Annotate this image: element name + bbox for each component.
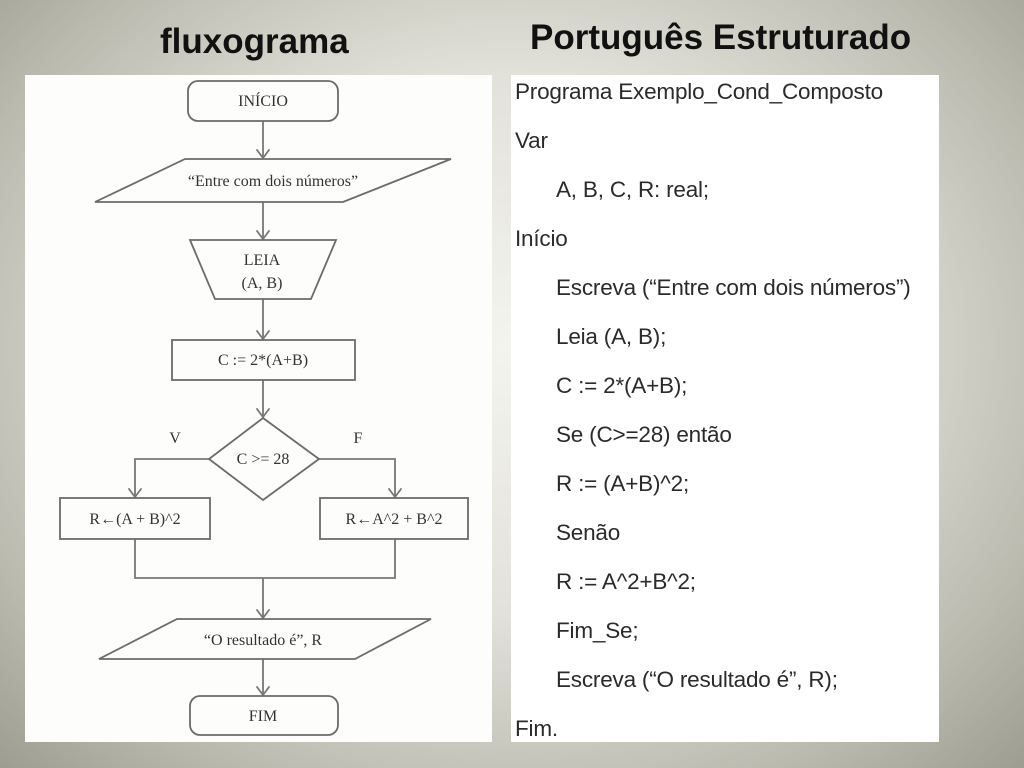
output-result-label: “O resultado é”, R [204, 632, 323, 649]
true-branch-marker: V [169, 430, 181, 447]
code-line-var: Var [515, 128, 548, 153]
flowchart-connectors [128, 121, 402, 697]
code-line-assign-r-true: R := (A+B)^2; [556, 471, 690, 496]
start-label: INÍCIO [238, 91, 288, 110]
start-terminal: INÍCIO [187, 80, 339, 122]
code-line-write-prompt: Escreva (“Entre com dois números”) [556, 275, 911, 300]
read-label: LEIA [244, 252, 281, 269]
code-line-begin: Início [515, 226, 568, 251]
code-line-end-if: Fim_Se; [556, 618, 639, 643]
true-branch-box: R←(A + B)^2 [59, 497, 211, 540]
end-terminal: FIM [189, 695, 339, 736]
output-prompt-label: “Entre com dois números” [188, 173, 358, 190]
false-branch-box: R←A^2 + B^2 [319, 497, 469, 540]
flowchart-diagram: INÍCIO “Entre com dois números” LEIA (A,… [59, 80, 469, 736]
code-line-program: Programa Exemplo_Cond_Composto [515, 79, 883, 104]
decision-label: C >= 28 [237, 451, 290, 468]
code-line-read: Leia (A, B); [556, 324, 667, 349]
true-branch-label: R←(A + B)^2 [89, 511, 180, 528]
code-line-if: Se (C>=28) então [556, 422, 732, 447]
pseudocode-panel: Programa Exemplo_Cond_Composto Var A, B,… [511, 75, 939, 742]
code-line-declaration: A, B, C, R: real; [556, 177, 709, 202]
code-line-else: Senão [556, 520, 621, 545]
code-line-assign-r-false: R := A^2+B^2; [556, 569, 696, 594]
false-branch-label: R←A^2 + B^2 [346, 511, 443, 528]
end-label: FIM [249, 708, 277, 725]
decision-diamond: C >= 28 V F [169, 416, 363, 502]
read-input-shape: LEIA (A, B) [188, 239, 338, 300]
flowchart-panel: INÍCIO “Entre com dois números” LEIA (A,… [25, 75, 492, 742]
code-line-write-result: Escreva (“O resultado é”, R); [556, 667, 838, 692]
process-box: C := 2*(A+B) [171, 339, 356, 381]
false-branch-marker: F [354, 430, 363, 447]
flowchart-heading: fluxograma [160, 22, 349, 61]
code-line-assign-c: C := 2*(A+B); [556, 373, 688, 398]
pseudocode-heading: Português Estruturado [530, 18, 912, 57]
output-prompt-shape: “Entre com dois números” [94, 158, 452, 203]
output-result-shape: “O resultado é”, R [98, 618, 432, 660]
read-vars-label: (A, B) [242, 275, 283, 292]
code-line-end: Fim. [515, 716, 558, 741]
process-label: C := 2*(A+B) [218, 352, 308, 369]
